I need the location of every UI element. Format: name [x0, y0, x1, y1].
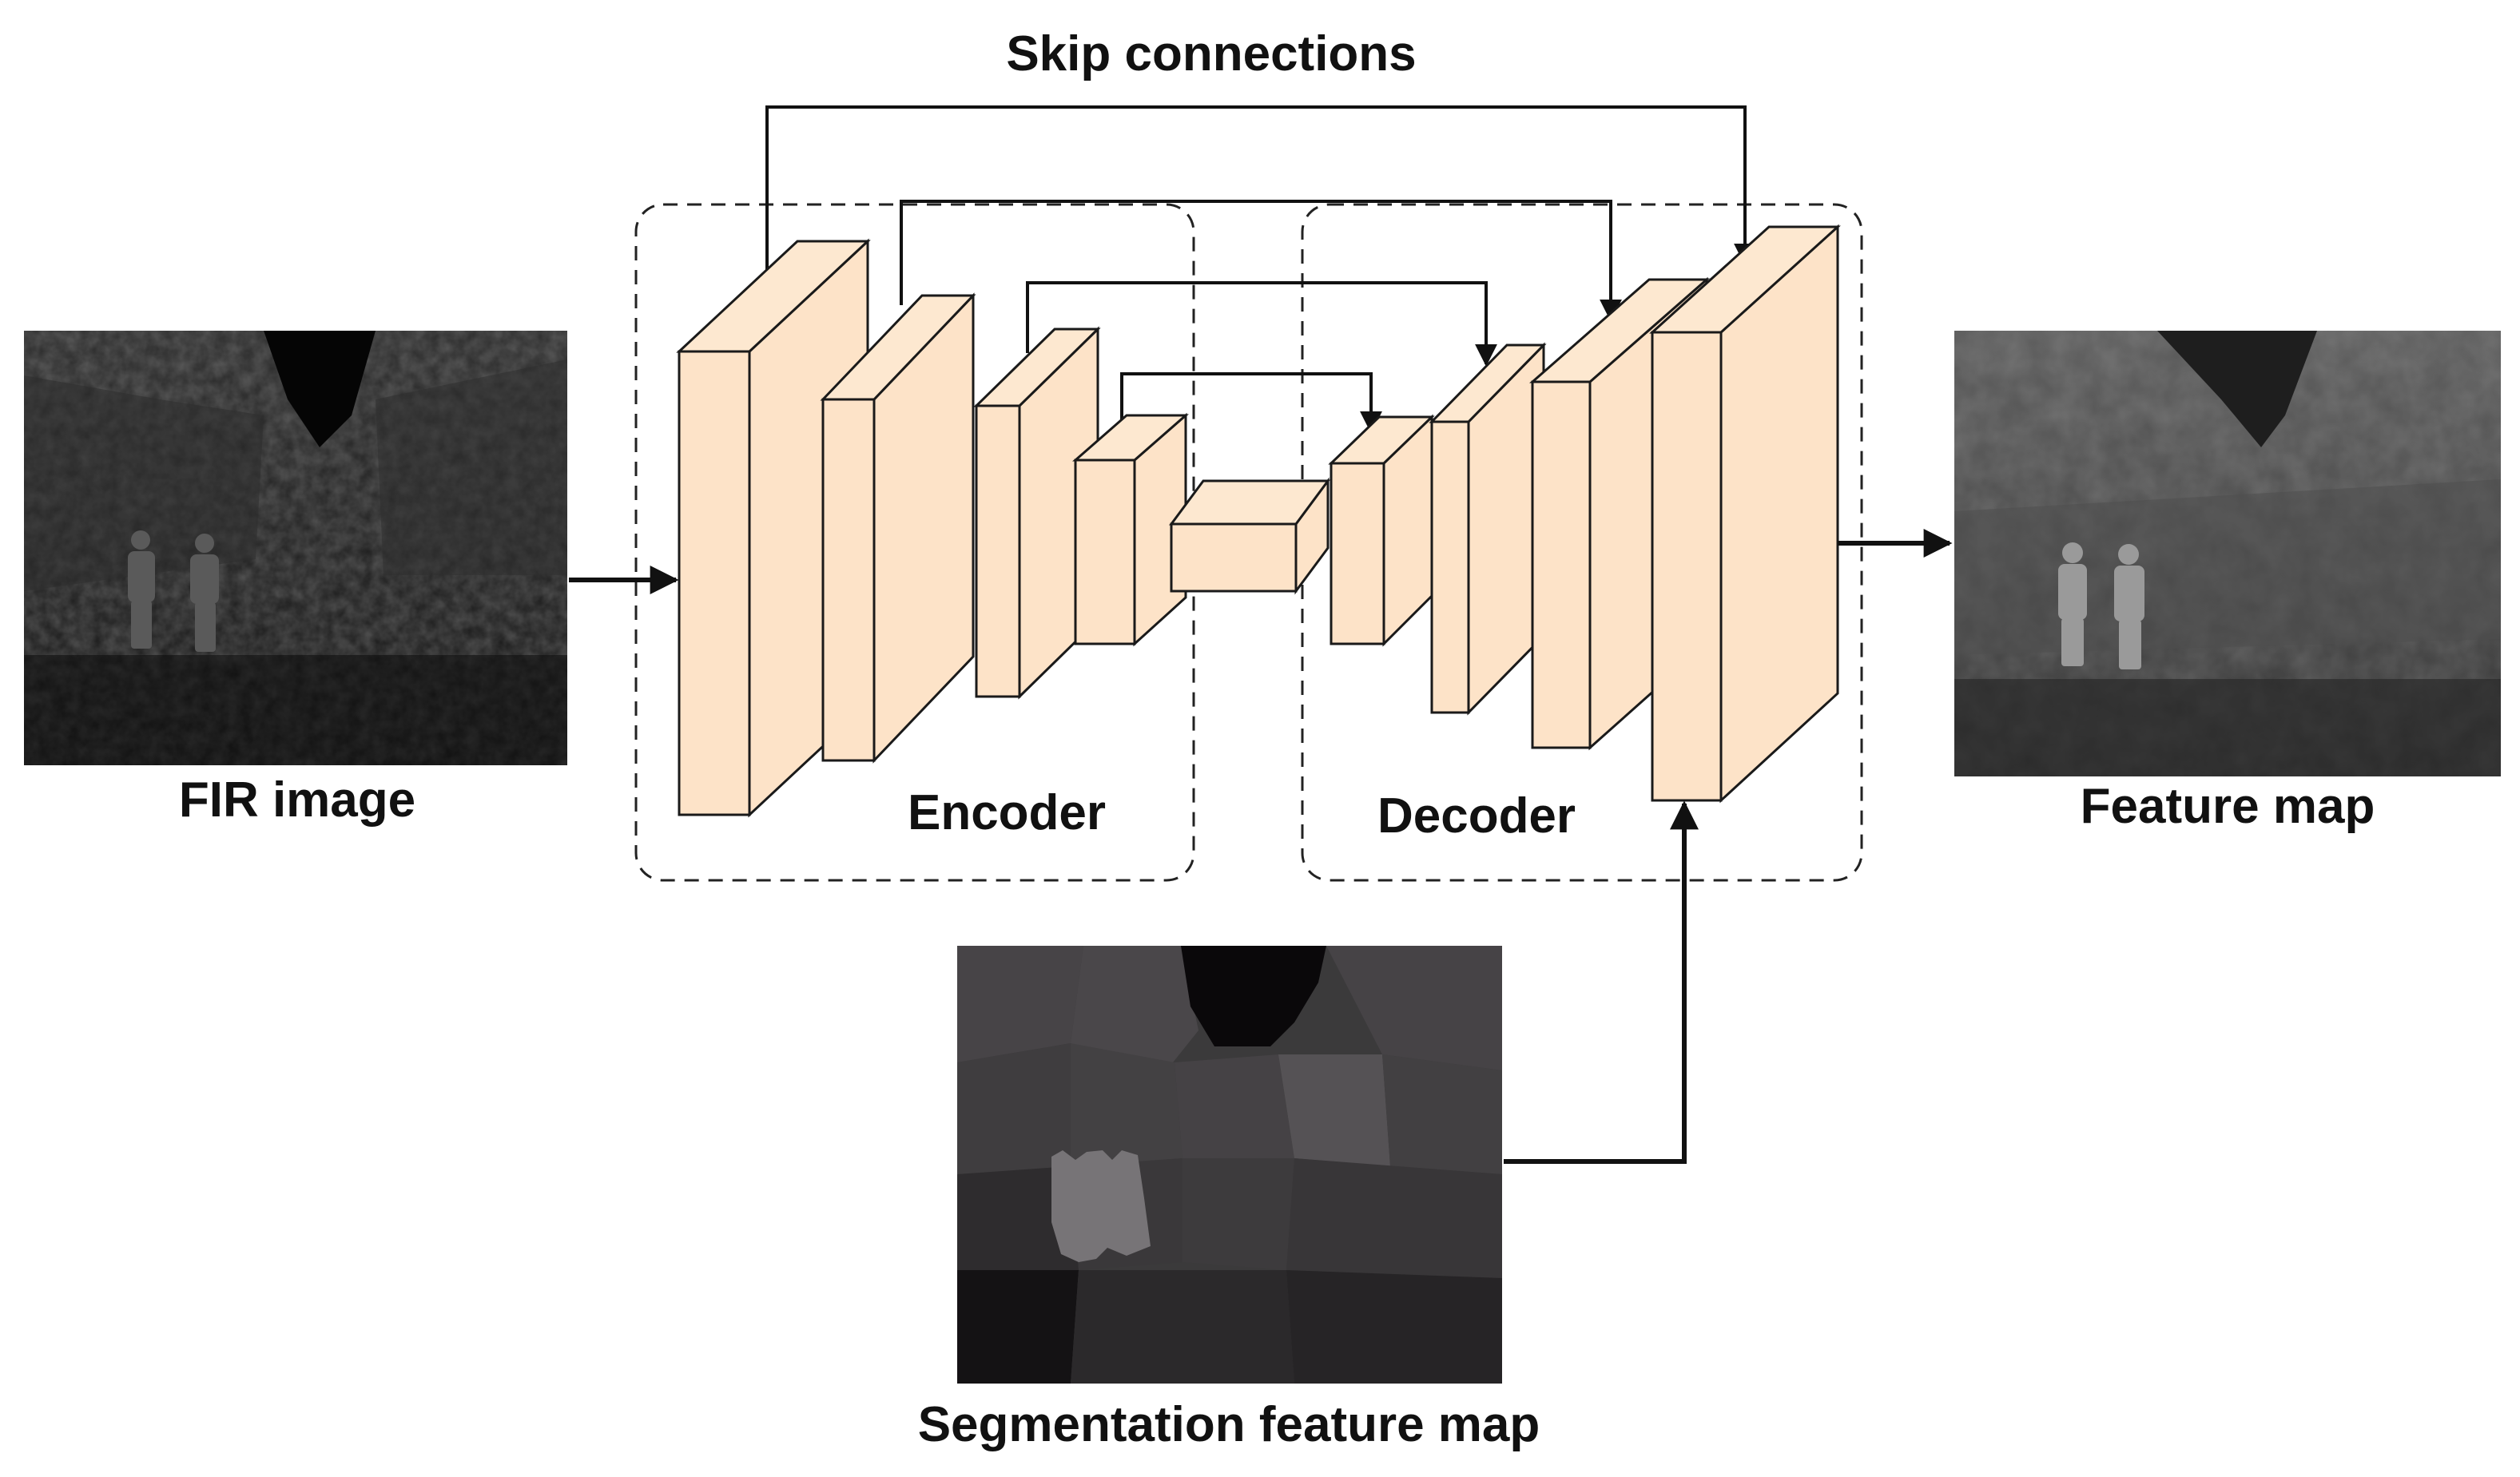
segmentation-to-decoder-arrow	[1504, 800, 1699, 1164]
segmentation-region-lower-left	[957, 1166, 1079, 1270]
fir-image-buildings-right	[376, 359, 567, 575]
encoder-label: Encoder	[908, 785, 1106, 840]
fir-image-label: FIR image	[179, 772, 415, 828]
decoder-block-1	[1328, 414, 1435, 647]
feature-map-pedestrian-2-head	[2118, 544, 2139, 565]
segmentation-region-middle-center	[1071, 1043, 1182, 1166]
feature-map-pedestrian-1-legs	[2061, 618, 2084, 666]
feature-map-pedestrian-2-legs	[2119, 620, 2141, 669]
encoder-block-1-front	[678, 350, 751, 816]
segmentation-region-top-left	[957, 946, 1083, 1062]
segmentation-region-top-center-left	[1071, 946, 1198, 1070]
segmentation-feature-map-image	[957, 946, 1502, 1384]
encoder-group-box	[634, 203, 1195, 882]
fir-pedestrian-2-legs	[195, 602, 216, 652]
segmentation-region-bottom-right	[1286, 1270, 1502, 1384]
feature-map-pedestrian-1-head	[2062, 542, 2083, 563]
fir-pedestrian-1-legs	[131, 601, 152, 649]
segmentation-pedestrians-region	[1051, 1150, 1151, 1262]
decoder-block-2-front	[1430, 420, 1470, 714]
fir-image-sky	[264, 331, 376, 447]
fir-image-ground	[24, 655, 567, 765]
encoder-block-3-front	[975, 404, 1021, 698]
segmentation-region-lower-center	[1182, 1158, 1294, 1270]
fir-pedestrian-2-head	[195, 534, 214, 553]
decoder-block-4	[1649, 224, 1841, 804]
segmentation-feature-map-label: Segmentation feature map	[918, 1397, 1540, 1452]
skip-connection-3	[1026, 281, 1497, 367]
feature-map-pedestrian-1-body	[2058, 564, 2087, 620]
decoder-block-4-front	[1651, 331, 1723, 802]
skip-connection-1	[765, 105, 1756, 292]
decoder-block-3-front	[1531, 380, 1592, 749]
decoder-block-1-front	[1330, 462, 1385, 645]
feature-map-image	[1954, 331, 2501, 776]
segmentation-region-far-right	[1382, 1054, 1502, 1174]
encoder-block-2	[820, 292, 976, 764]
fir-pedestrian-2-body	[190, 554, 219, 604]
segmentation-region-highlight	[1278, 1054, 1390, 1166]
feature-map-pedestrians	[2058, 542, 2144, 669]
feature-map-wall	[1954, 479, 2501, 655]
skip-connection-2	[900, 200, 1622, 322]
segmentation-region-bottom-left	[957, 1270, 1079, 1384]
feature-map-label: Feature map	[2081, 779, 2375, 834]
decoder-label: Decoder	[1377, 788, 1576, 844]
bottleneck-block	[1169, 477, 1330, 595]
segmentation-region-bottom-center	[1071, 1270, 1294, 1384]
segmentation-region-middle-right	[1175, 1054, 1294, 1158]
encoder-block-4-front	[1074, 459, 1136, 645]
skip-connections-label: Skip connections	[1006, 26, 1416, 81]
segmentation-region-sky	[1181, 946, 1326, 1046]
segmentation-region-lower-right	[1286, 1158, 1502, 1278]
feature-map-sky	[2157, 331, 2317, 447]
segmentation-region-top-right	[1326, 946, 1502, 1070]
segmentation-region-middle-left	[957, 1043, 1071, 1174]
skip-connection-4	[1120, 372, 1382, 435]
fir-image-pedestrians	[128, 530, 219, 652]
bottleneck-block-front	[1170, 522, 1298, 593]
feature-map-ground	[1954, 679, 2501, 776]
fir-pedestrian-1-head	[131, 530, 150, 550]
fir-pedestrian-1-body	[128, 551, 155, 602]
feature-map-pedestrian-2-body	[2114, 566, 2144, 621]
encoder-block-4	[1072, 412, 1189, 647]
encoder-block-2-front	[821, 398, 876, 762]
fir-image	[24, 331, 567, 765]
decoder-block-2	[1429, 342, 1547, 716]
